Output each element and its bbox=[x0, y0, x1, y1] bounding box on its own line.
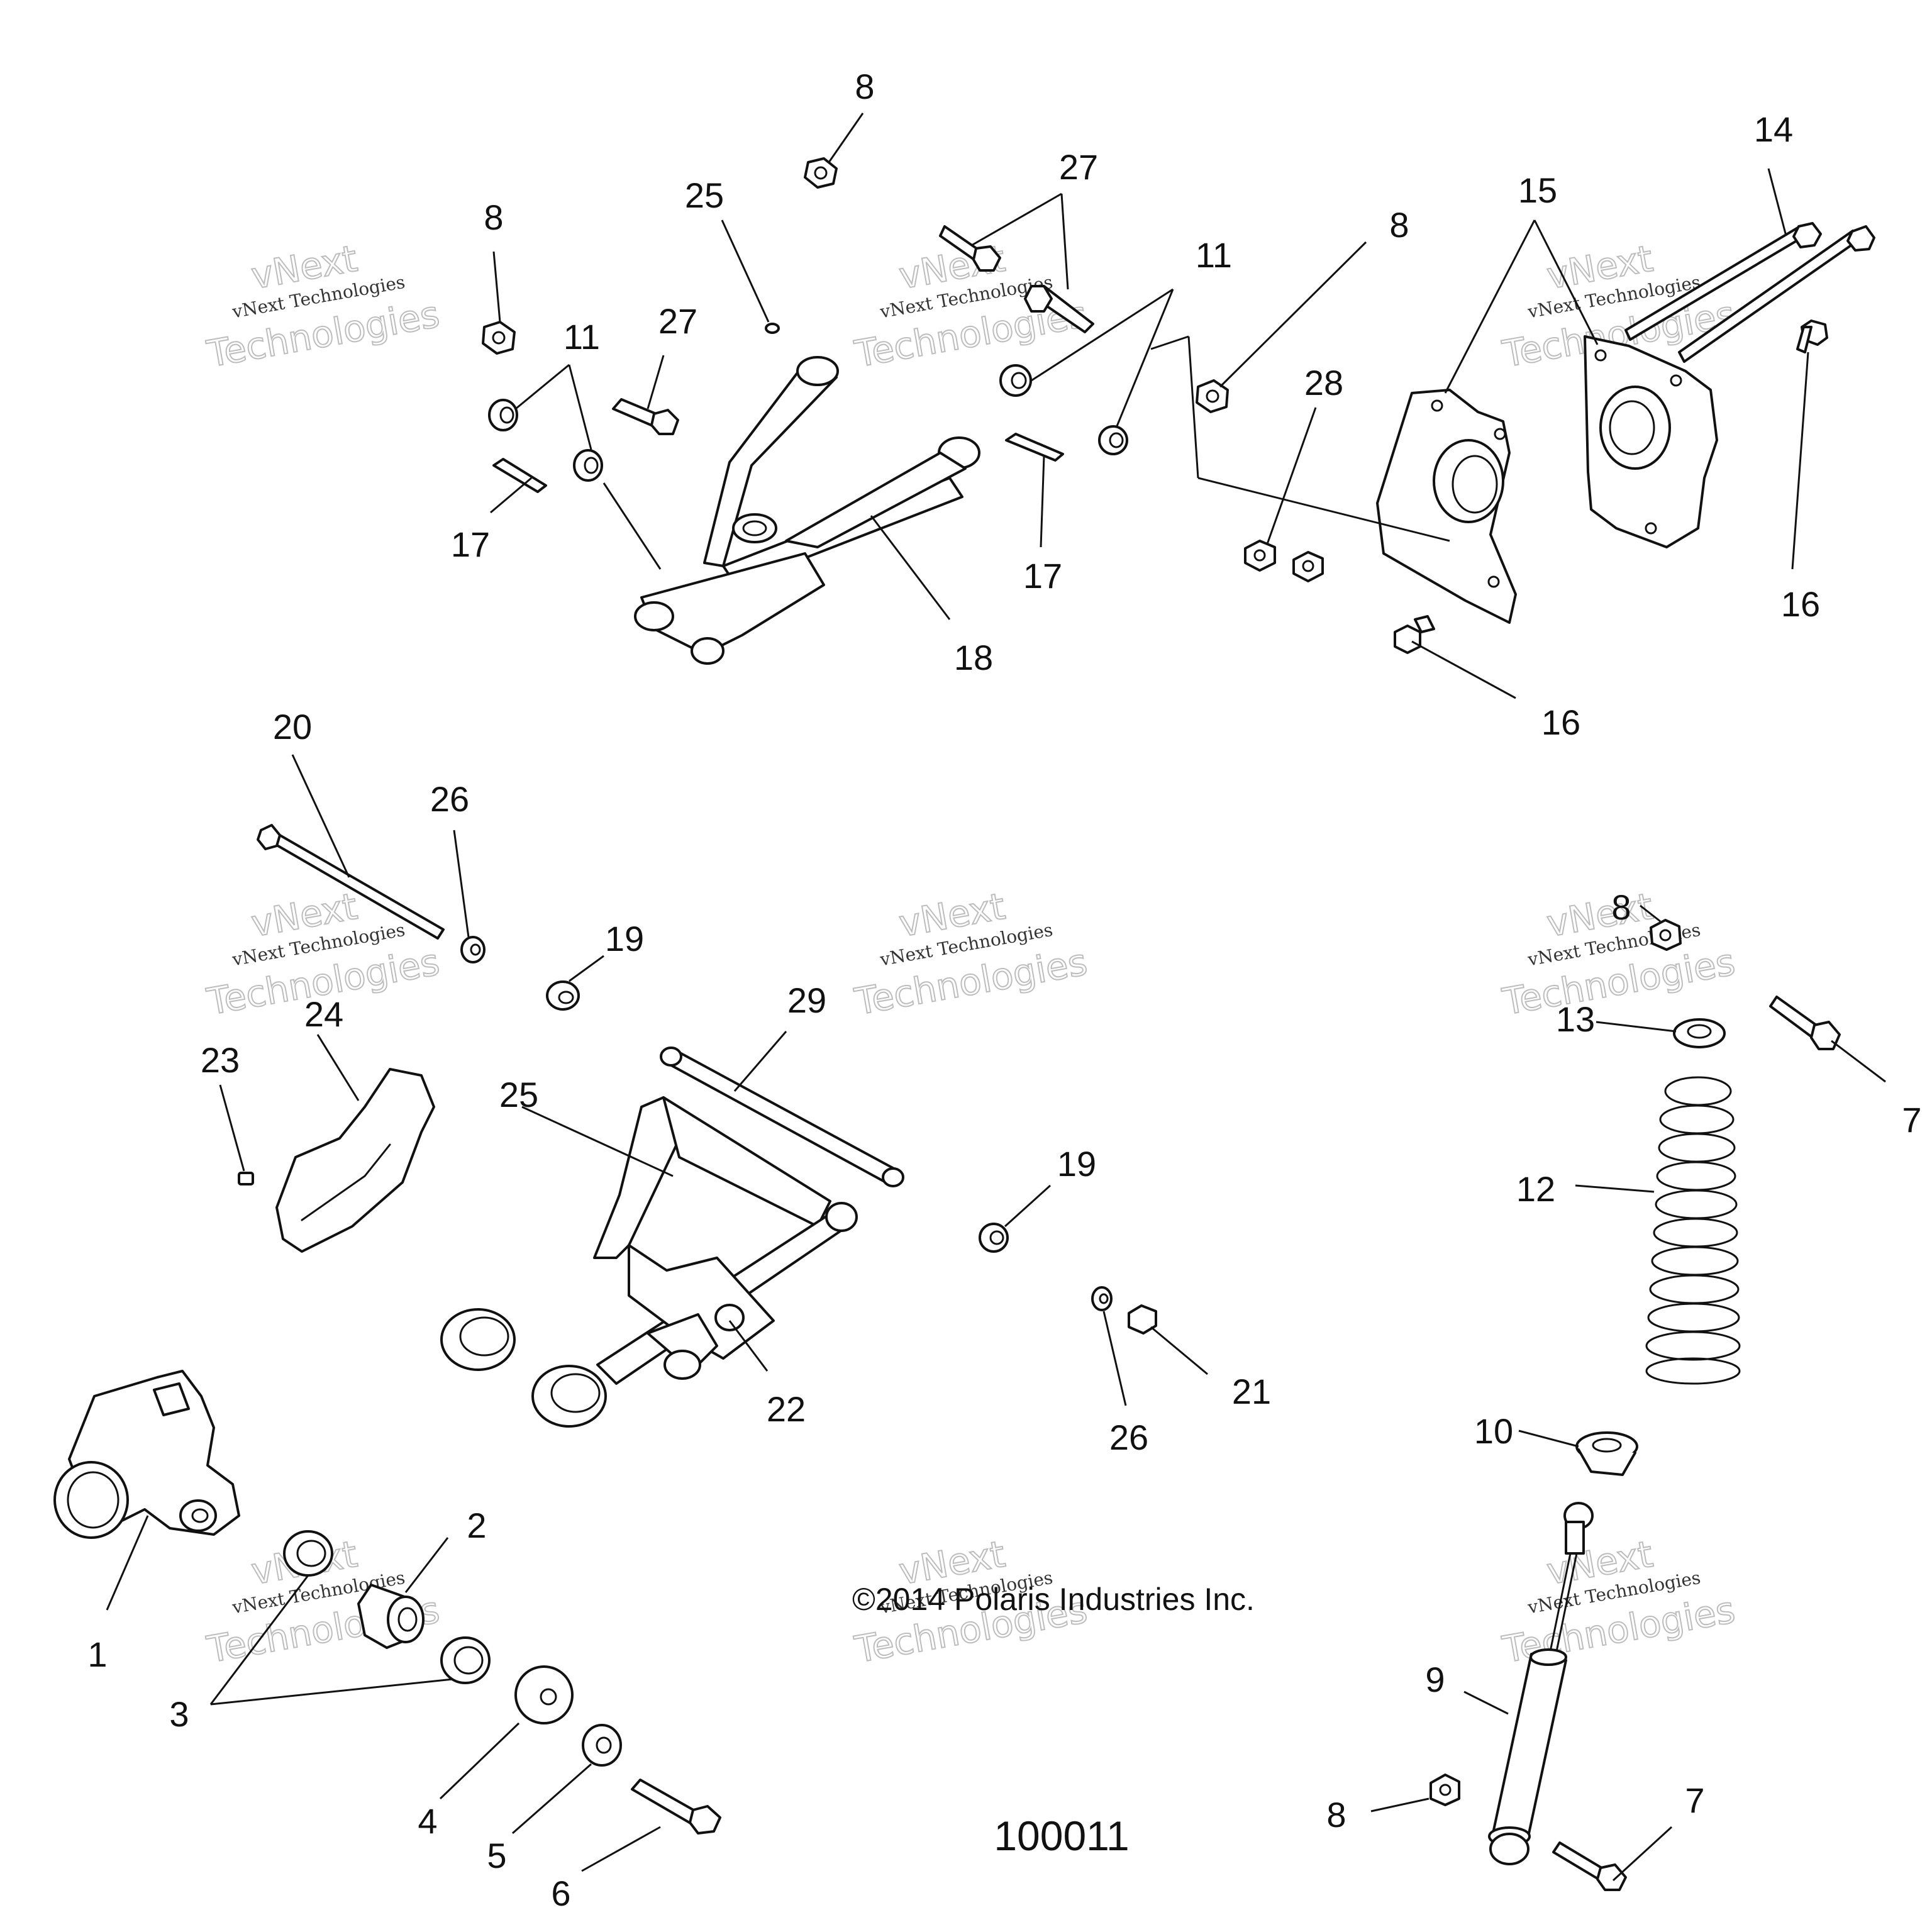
bearing-icon bbox=[440, 1636, 491, 1684]
long-bolt-icon bbox=[257, 824, 445, 940]
callout-16: 16 bbox=[1541, 702, 1580, 742]
callout-17: 17 bbox=[451, 525, 490, 564]
washer-icon bbox=[514, 1665, 574, 1724]
callout-19: 19 bbox=[605, 919, 644, 958]
callout-26: 26 bbox=[430, 779, 469, 819]
callout-26: 26 bbox=[1109, 1418, 1148, 1457]
callout-7: 7 bbox=[1902, 1100, 1921, 1140]
bushing-icon bbox=[546, 980, 580, 1011]
callout-9: 9 bbox=[1425, 1660, 1445, 1699]
bolt-icon bbox=[1394, 615, 1435, 654]
watermark: vNext vNext Technologies Technologies bbox=[851, 884, 1091, 1024]
washer-icon bbox=[460, 936, 486, 963]
nut-icon bbox=[804, 157, 838, 189]
bolt-icon bbox=[631, 1779, 721, 1835]
callout-7: 7 bbox=[1685, 1780, 1704, 1820]
bolt-icon bbox=[1552, 1841, 1627, 1891]
shock-absorber bbox=[1488, 1502, 1594, 1865]
washer-icon bbox=[1091, 1286, 1113, 1311]
nut-icon bbox=[482, 321, 516, 355]
leader-lines bbox=[106, 113, 1886, 1882]
callout-4: 4 bbox=[418, 1801, 437, 1841]
callout-8: 8 bbox=[1326, 1795, 1346, 1835]
copyright-notice: ©2014 Polaris Industries Inc. bbox=[852, 1582, 1255, 1617]
nut-icon bbox=[1430, 1774, 1460, 1806]
callouts: 8 8 11 27 17 25 27 11 8 17 18 28 15 14 1… bbox=[87, 67, 1921, 1913]
pin-icon bbox=[492, 458, 547, 493]
screw-icon bbox=[238, 1172, 254, 1185]
callout-15: 15 bbox=[1518, 170, 1557, 210]
callout-29: 29 bbox=[787, 980, 826, 1020]
figure-number: 100011 bbox=[994, 1813, 1129, 1859]
callout-13: 13 bbox=[1556, 999, 1595, 1039]
retainer-icon bbox=[1673, 1018, 1726, 1048]
bolt-icon bbox=[1024, 285, 1094, 333]
callout-14: 14 bbox=[1754, 109, 1793, 149]
callout-10: 10 bbox=[1474, 1411, 1513, 1451]
callout-8: 8 bbox=[855, 67, 874, 106]
callout-27: 27 bbox=[658, 301, 697, 341]
nut-icon bbox=[1128, 1304, 1157, 1335]
bolt-icon bbox=[1769, 996, 1841, 1050]
callout-28: 28 bbox=[1304, 363, 1343, 402]
washer-icon bbox=[582, 1724, 622, 1767]
callout-8: 8 bbox=[1611, 887, 1631, 927]
bushing-icon bbox=[979, 1223, 1009, 1253]
bracket-right bbox=[1584, 335, 1718, 548]
bushing-icon bbox=[999, 364, 1032, 397]
callout-19: 19 bbox=[1057, 1144, 1096, 1184]
grease-fitting-icon bbox=[765, 323, 780, 334]
callout-8: 8 bbox=[484, 197, 503, 237]
callout-24: 24 bbox=[304, 994, 343, 1034]
guard-icon bbox=[275, 1068, 435, 1253]
callout-17: 17 bbox=[1023, 556, 1062, 596]
spindle-icon bbox=[53, 1370, 240, 1539]
bearing-icon bbox=[283, 1530, 333, 1577]
callout-25: 25 bbox=[499, 1075, 538, 1114]
callout-5: 5 bbox=[487, 1836, 506, 1875]
spring-seat-icon bbox=[1575, 1431, 1638, 1476]
flange-nut-icon bbox=[1244, 540, 1276, 572]
callout-25: 25 bbox=[685, 175, 724, 215]
bolt-icon bbox=[612, 398, 679, 435]
callout-12: 12 bbox=[1516, 1169, 1555, 1209]
bushing-icon bbox=[488, 399, 518, 431]
watermark: vNext vNext Technologies Technologies bbox=[203, 236, 443, 377]
callout-22: 22 bbox=[767, 1389, 806, 1429]
callout-3: 3 bbox=[169, 1694, 189, 1734]
bracket-left bbox=[1376, 389, 1517, 624]
callout-11: 11 bbox=[564, 317, 600, 357]
nut-icon bbox=[1650, 919, 1682, 951]
nut-icon bbox=[1196, 379, 1229, 413]
callout-20: 20 bbox=[273, 707, 312, 747]
callout-2: 2 bbox=[467, 1506, 486, 1545]
spring-icon bbox=[1645, 1076, 1741, 1385]
callout-23: 23 bbox=[201, 1040, 240, 1080]
callout-11: 11 bbox=[1196, 235, 1232, 275]
callout-6: 6 bbox=[551, 1874, 570, 1913]
bushing-icon bbox=[573, 449, 603, 482]
callout-8: 8 bbox=[1389, 205, 1409, 245]
upper-a-arm bbox=[634, 356, 980, 665]
bolt-icon bbox=[1796, 319, 1828, 353]
callout-16: 16 bbox=[1781, 584, 1820, 624]
callout-21: 21 bbox=[1232, 1372, 1271, 1411]
long-bolt-icon bbox=[1624, 222, 1822, 341]
long-bolt-icon bbox=[1678, 225, 1875, 363]
callout-18: 18 bbox=[954, 638, 993, 677]
callout-1: 1 bbox=[87, 1635, 107, 1674]
callout-27: 27 bbox=[1059, 147, 1098, 187]
bushing-icon bbox=[1098, 425, 1128, 455]
tube-icon bbox=[660, 1046, 904, 1187]
flange-nut-icon bbox=[1292, 551, 1324, 582]
lower-a-arm bbox=[440, 1096, 858, 1428]
sleeve-icon bbox=[357, 1584, 425, 1649]
pin-icon bbox=[1005, 433, 1064, 462]
watermark: vNext vNext Technologies Technologies bbox=[1499, 1532, 1739, 1672]
bolt-icon bbox=[939, 225, 1001, 272]
